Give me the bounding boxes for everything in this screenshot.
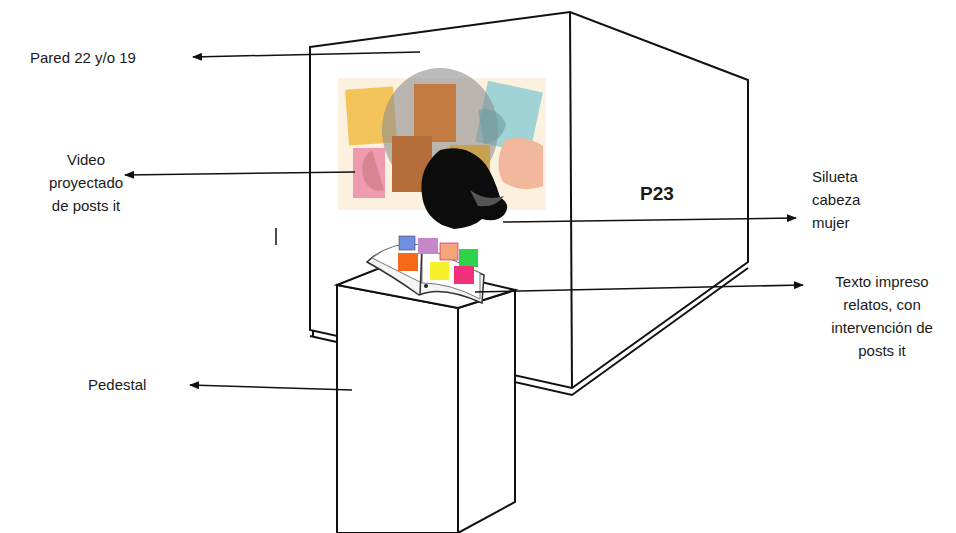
tick-mark	[275, 228, 277, 245]
silhouette-label: Silueta cabeza mujer	[812, 165, 884, 234]
pedestal	[337, 262, 515, 533]
pedestal-label: Pedestal	[88, 373, 178, 396]
open-book	[367, 236, 484, 303]
room-code: P23	[640, 182, 700, 205]
leader-arrows	[125, 52, 803, 390]
printed-text-label: Texto impreso relatos, con intervención …	[816, 270, 948, 362]
woman-head-silhouette	[421, 148, 507, 229]
video-label: Video proyectado de posts it	[40, 148, 132, 217]
wall-label: Pared 22 y/o 19	[30, 46, 190, 69]
hair-strand	[470, 190, 504, 206]
